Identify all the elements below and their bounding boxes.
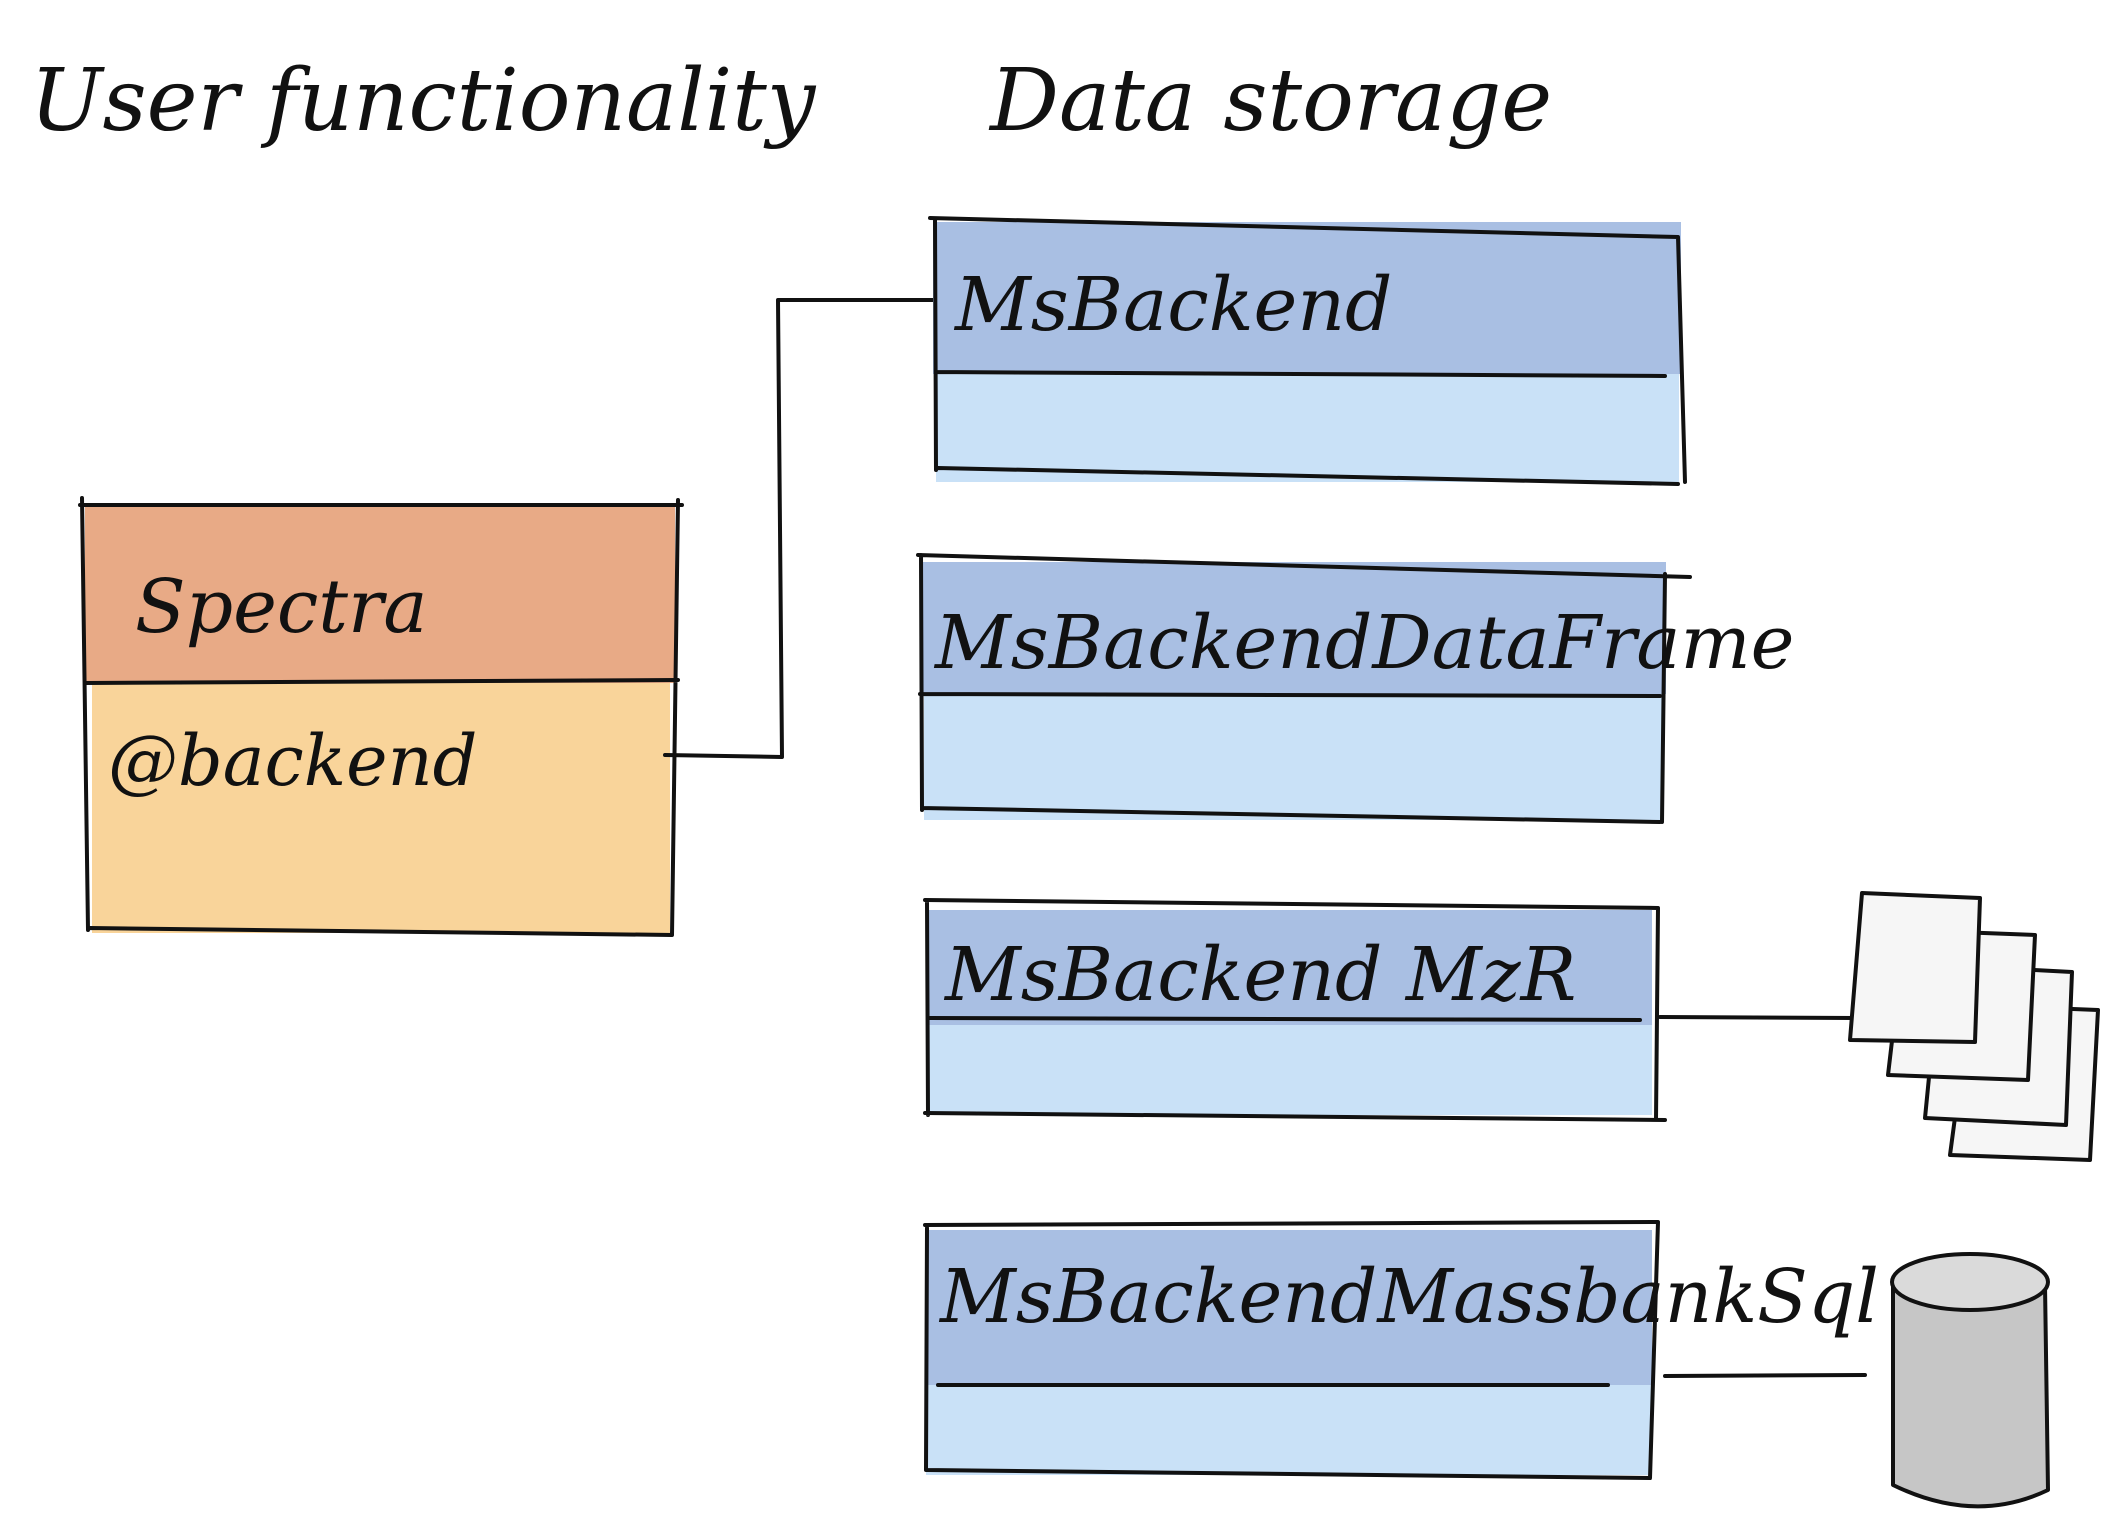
backend-box-msbackendmzr: MsBackend MzR <box>923 898 1667 1122</box>
backend-box-msbackendmassbanksql: MsBackendMassbankSql <box>923 1220 1879 1480</box>
database-cylinder-icon <box>1890 1252 2050 1509</box>
spectra-backend-slot: @backend <box>108 720 477 802</box>
mzr-to-files-connector <box>1658 1015 1857 1020</box>
spectra-header <box>85 503 675 683</box>
stacked-files-icon <box>1848 891 2100 1162</box>
spectra-class-name: Spectra <box>135 564 428 650</box>
backend-name: MsBackendDataFrame <box>933 600 1794 686</box>
heading-data-storage: Data storage <box>988 51 1552 151</box>
backend-box-msbackenddataframe: MsBackendDataFrame <box>916 553 1794 824</box>
backend-box-msbackend: MsBackend <box>928 216 1687 486</box>
backend-name: MsBackendMassbankSql <box>938 1254 1879 1340</box>
heading-user-functionality: User functionality <box>30 51 817 151</box>
slot-to-msbackend-connector <box>663 298 937 759</box>
backend-name: MsBackend MzR <box>943 932 1576 1018</box>
spectra-class-box: Spectra @backend <box>78 496 684 937</box>
massbank-to-database-connector <box>1663 1373 1867 1378</box>
backend-name: MsBackend <box>953 262 1392 348</box>
spectra-body <box>92 683 670 933</box>
